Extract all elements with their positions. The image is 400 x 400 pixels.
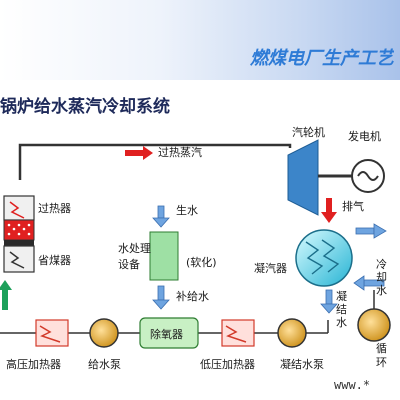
steam-pipe [18, 143, 292, 180]
label-generator: 发电机 [348, 129, 381, 143]
feed-pump [89, 318, 119, 348]
hp-heater-zigzag-icon [39, 325, 61, 343]
boiler [3, 195, 35, 273]
diagram-title: 锅炉给水蒸汽冷却系统 [0, 97, 170, 117]
banner-title: 燃煤电厂生产工艺 [250, 48, 394, 68]
label-circulating-1: 循 [376, 342, 387, 355]
lp-heater-zigzag-icon [225, 325, 247, 343]
lp-heater [221, 319, 255, 347]
label-superheater: 过热器 [38, 202, 71, 215]
label-turbine: 汽轮机 [292, 125, 325, 139]
cooling-water-in-arrow [353, 275, 385, 291]
feedwater-inlet-arrow [0, 280, 12, 310]
exhaust-arrow [321, 198, 337, 223]
label-condensate-3: 水 [336, 316, 347, 329]
watermark-bg [330, 374, 400, 394]
label-hp-heater: 高压加热器 [6, 357, 61, 371]
condensate-arrow [320, 289, 338, 314]
circulating-pump [357, 290, 391, 342]
label-cooling-water-2: 却 [376, 271, 387, 284]
boiler-separator [4, 240, 34, 246]
hp-heater [35, 319, 69, 347]
makeup-water-arrow [152, 285, 170, 310]
cooling-water-out-arrow [355, 223, 387, 239]
label-lp-heater: 低压加热器 [200, 358, 255, 371]
furnace-dots-icon [7, 223, 31, 236]
header-banner [0, 0, 400, 80]
label-deaerator: 除氧器 [150, 327, 183, 341]
label-cooling-water-3: 水 [376, 284, 387, 297]
label-condensate-2: 结 [336, 303, 347, 316]
watermark-text: www.* [334, 378, 370, 392]
label-condensate-pump: 凝结水泵 [280, 357, 324, 371]
raw-water-arrow [152, 205, 170, 228]
deaerator-box [139, 317, 199, 349]
label-water-treatment-2: 设备 [118, 257, 140, 271]
economizer-zigzag-icon [9, 251, 25, 269]
label-economizer: 省煤器 [38, 254, 71, 267]
condenser [295, 229, 353, 287]
condensate-pump [277, 318, 307, 348]
condenser-coil-icon [305, 241, 324, 275]
label-softened: (软化) [186, 255, 217, 269]
label-condensate-1: 凝 [336, 289, 347, 303]
superheated-steam-arrow [125, 146, 153, 160]
label-cooling-water-1: 冷 [376, 258, 387, 271]
generator [351, 159, 385, 193]
label-raw-water: 生水 [176, 203, 198, 217]
turbine [287, 139, 319, 216]
furnace-band [3, 219, 35, 241]
label-feed-pump: 给水泵 [88, 358, 121, 371]
label-circulating-2: 环 [376, 356, 387, 369]
label-condenser: 凝汽器 [254, 261, 287, 275]
label-makeup-water: 补给水 [176, 290, 209, 303]
label-water-treatment-1: 水处理 [118, 242, 151, 255]
label-superheated-steam: 过热蒸汽 [158, 145, 202, 159]
label-exhaust: 排气 [342, 199, 364, 213]
economizer-box [3, 245, 35, 273]
water-treatment-box [149, 231, 179, 281]
superheater-zigzag-icon [9, 201, 25, 219]
